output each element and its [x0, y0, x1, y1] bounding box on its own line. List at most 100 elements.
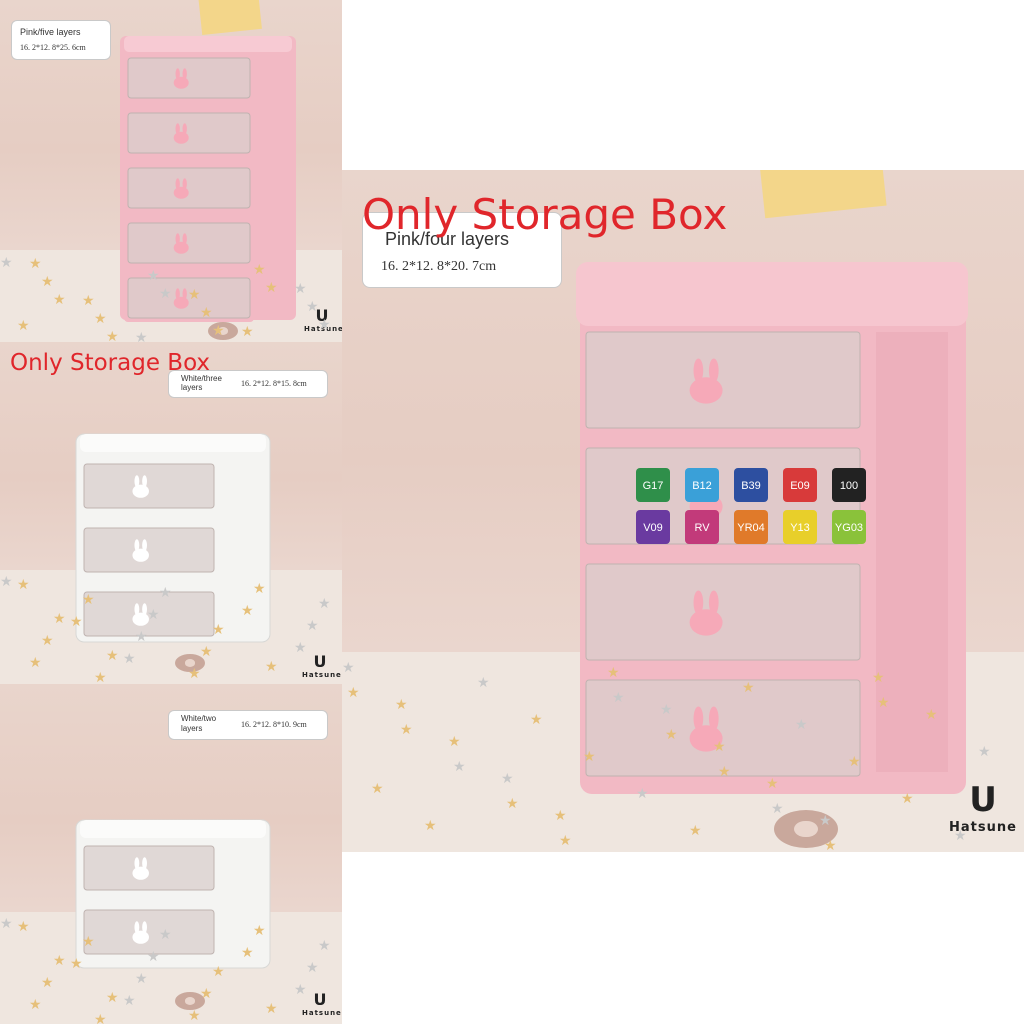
- floor-star-icon: ★: [665, 726, 678, 742]
- product-label-card: White/three layers 16. 2*12. 8*15. 8cm: [168, 370, 328, 398]
- bunny-knob-icon[interactable]: [132, 539, 149, 562]
- marker-code: RV: [694, 522, 710, 534]
- marker-code: V09: [643, 522, 663, 534]
- bunny-knob-icon[interactable]: [173, 123, 189, 144]
- floor-star-icon: ★: [0, 573, 13, 589]
- floor-star-icon: ★: [318, 595, 331, 611]
- drawer[interactable]: [582, 328, 864, 432]
- floor-star-icon: ★: [135, 329, 148, 342]
- floor-star-icon: ★: [17, 918, 30, 934]
- floor-star-icon: ★: [188, 665, 201, 681]
- marker-cap: RV: [685, 510, 719, 544]
- drawer[interactable]: [80, 524, 218, 576]
- product-label-card: Pink/four layers 16. 2*12. 8*20. 7cm: [362, 212, 562, 288]
- floor-star-icon: ★: [53, 952, 66, 968]
- product-label: White/two layers: [181, 714, 217, 733]
- product-size: 16. 2*12. 8*20. 7cm: [381, 259, 497, 274]
- marker-cap: V09: [636, 510, 670, 544]
- floor-star-icon: ★: [253, 580, 266, 596]
- drawer[interactable]: [124, 54, 254, 102]
- floor-star-icon: ★: [424, 817, 437, 833]
- floor-star-icon: ★: [188, 286, 201, 302]
- floor-star-icon: ★: [106, 328, 119, 342]
- product-panel-white-three: White/three layers 16. 2*12. 8*15. 8cm O…: [0, 342, 342, 684]
- floor-star-icon: ★: [294, 981, 307, 997]
- drawer[interactable]: [80, 460, 218, 512]
- bunny-knob-icon[interactable]: [132, 603, 149, 626]
- marker-cap: Y13: [783, 510, 817, 544]
- bunny-knob-icon[interactable]: [173, 288, 189, 309]
- floor-star-icon: ★: [70, 955, 83, 971]
- headline-text: Only Storage Box: [362, 190, 728, 239]
- floor-star-icon: ★: [636, 785, 649, 801]
- tape-roll: [774, 810, 838, 848]
- product-label: Pink/four layers: [385, 229, 510, 249]
- bunny-knob-icon[interactable]: [132, 921, 149, 944]
- tape-roll: [175, 992, 205, 1010]
- bunny-knob-icon[interactable]: [132, 475, 149, 498]
- floor-star-icon: ★: [0, 915, 13, 931]
- floor-star-icon: ★: [241, 602, 254, 618]
- floor-star-icon: ★: [253, 261, 266, 277]
- drawer[interactable]: [80, 906, 218, 958]
- floor-star-icon: ★: [824, 837, 837, 852]
- floor-star-icon: ★: [17, 317, 30, 333]
- marker-cap: B39: [734, 468, 768, 502]
- marker-code: G17: [643, 480, 664, 492]
- bunny-knob-icon[interactable]: [689, 706, 723, 752]
- drawer[interactable]: [124, 164, 254, 212]
- product-size: 16. 2*12. 8*15. 8cm: [241, 379, 307, 388]
- floor-star-icon: ★: [795, 716, 808, 732]
- floor-star-icon: ★: [501, 770, 514, 786]
- drawer-unit-white-three: [75, 433, 271, 643]
- bunny-knob-icon[interactable]: [689, 590, 723, 636]
- floor-star-icon: ★: [188, 1007, 201, 1023]
- floor-star-icon: ★: [200, 643, 213, 659]
- floor-star-icon: ★: [294, 280, 307, 296]
- floor-star-icon: ★: [82, 591, 95, 607]
- drawer[interactable]: [124, 274, 254, 322]
- drawer[interactable]: [80, 842, 218, 894]
- drawer[interactable]: [124, 109, 254, 157]
- product-size: 16. 2*12. 8*10. 9cm: [241, 720, 307, 729]
- floor-star-icon: ★: [0, 254, 13, 270]
- floor-star-icon: ★: [159, 584, 172, 600]
- floor-star-icon: ★: [212, 322, 225, 338]
- floor-star-icon: ★: [612, 689, 625, 705]
- floor-star-icon: ★: [123, 992, 136, 1008]
- bunny-knob-icon[interactable]: [173, 178, 189, 199]
- floor-star-icon: ★: [660, 701, 673, 717]
- drawer[interactable]: [80, 588, 218, 640]
- floor-star-icon: ★: [123, 650, 136, 666]
- floor-star-icon: ★: [135, 970, 148, 986]
- floor-star-icon: ★: [265, 658, 278, 674]
- bunny-knob-icon[interactable]: [689, 358, 723, 404]
- bunny-knob-icon[interactable]: [173, 68, 189, 89]
- drawer[interactable]: [582, 676, 864, 780]
- floor-star-icon: ★: [318, 937, 331, 953]
- floor-star-icon: ★: [41, 632, 54, 648]
- bunny-knob-icon[interactable]: [173, 233, 189, 254]
- floor-star-icon: ★: [29, 996, 42, 1012]
- marker-code: 100: [840, 480, 858, 492]
- floor-star-icon: ★: [400, 721, 413, 737]
- product-label: Pink/five layers: [20, 27, 81, 37]
- drawer[interactable]: [124, 219, 254, 267]
- floor-star-icon: ★: [200, 985, 213, 1001]
- floor-star-icon: ★: [147, 948, 160, 964]
- tape-roll: [175, 654, 205, 672]
- floor-star-icon: ★: [689, 822, 702, 838]
- brand-logo: U Hatsune: [302, 652, 342, 679]
- drawer[interactable]: [582, 444, 864, 548]
- floor-star-icon: ★: [453, 758, 466, 774]
- drawer-unit-pink-five: [120, 36, 296, 322]
- floor-star-icon: ★: [94, 1011, 107, 1024]
- floor-star-icon: ★: [347, 684, 360, 700]
- floor-star-icon: ★: [766, 775, 779, 791]
- floor-star-icon: ★: [41, 974, 54, 990]
- brand-logo: U Hatsune: [302, 990, 342, 1017]
- floor-star-icon: ★: [29, 654, 42, 670]
- bunny-knob-icon[interactable]: [132, 857, 149, 880]
- drawer[interactable]: [582, 560, 864, 664]
- floor-star-icon: ★: [159, 285, 172, 301]
